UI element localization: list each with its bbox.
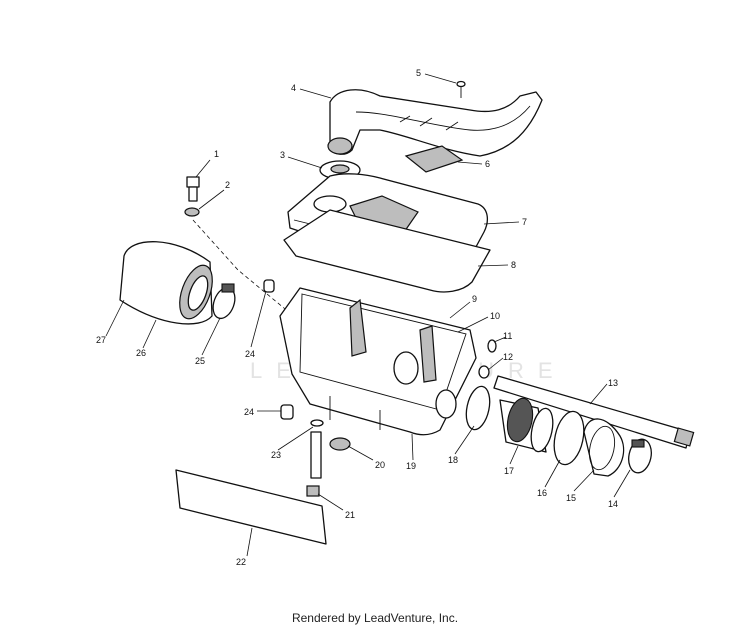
callout-18: 18: [448, 455, 458, 465]
part-17-coupler: [499, 397, 554, 453]
callout-26: 26: [136, 348, 146, 358]
callout-15: 15: [566, 493, 576, 503]
part-19-airbox: [279, 287, 477, 436]
part-26-27-filter: [119, 241, 213, 325]
part-14-clamp: [628, 438, 652, 474]
callout-23: 23: [271, 450, 281, 460]
part-23-21-drain: [306, 419, 324, 497]
callout-11: 11: [503, 331, 512, 341]
part-18-gasket: [465, 385, 491, 431]
callout-5: 5: [416, 68, 421, 78]
callout-27: 27: [96, 335, 106, 345]
part-22-pad: [175, 469, 327, 545]
callouts: 1 2 3 4 5 6 7 8 9 10 11 12 13 14 15 16 1…: [96, 68, 618, 567]
callout-12: 12: [503, 352, 513, 362]
part-16-ring: [553, 410, 585, 466]
part-20-grommet: [329, 437, 351, 451]
callout-16: 16: [537, 488, 547, 498]
callout-8: 8: [511, 260, 516, 270]
callout-9: 9: [472, 294, 477, 304]
callout-2: 2: [225, 180, 230, 190]
part-24-plug-upper: [263, 279, 275, 293]
part-2-washer: [184, 207, 200, 217]
part-13-tube: [493, 375, 695, 449]
callout-17: 17: [504, 466, 514, 476]
part-4-intake-snorkel: [327, 89, 543, 157]
callout-14: 14: [608, 499, 618, 509]
part-25-clamp: [212, 283, 236, 320]
part-1-bolt: [186, 176, 200, 202]
callout-19: 19: [406, 461, 416, 471]
part-15-boot: [583, 418, 625, 477]
callout-6: 6: [485, 159, 490, 169]
callout-1: 1: [214, 149, 219, 159]
callout-22: 22: [236, 557, 246, 567]
callout-10: 10: [490, 311, 500, 321]
callout-4: 4: [291, 83, 296, 93]
callout-20: 20: [375, 460, 385, 470]
callout-24-lower: 24: [244, 407, 254, 417]
callout-24-upper: 24: [245, 349, 255, 359]
part-24-plug-lower: [280, 404, 294, 420]
assembly-line: [192, 219, 297, 319]
part-5-screw: [456, 80, 466, 98]
callout-21: 21: [345, 510, 355, 520]
callout-25: 25: [195, 356, 205, 366]
callout-3: 3: [280, 150, 285, 160]
part-11-fastener: [487, 339, 497, 353]
footer-credit: Rendered by LeadVenture, Inc.: [291, 611, 459, 625]
part-12-fastener: [478, 365, 490, 379]
callout-13: 13: [608, 378, 618, 388]
callout-7: 7: [522, 217, 527, 227]
part-6-pad: [404, 145, 464, 173]
leader-lines: [105, 73, 631, 557]
